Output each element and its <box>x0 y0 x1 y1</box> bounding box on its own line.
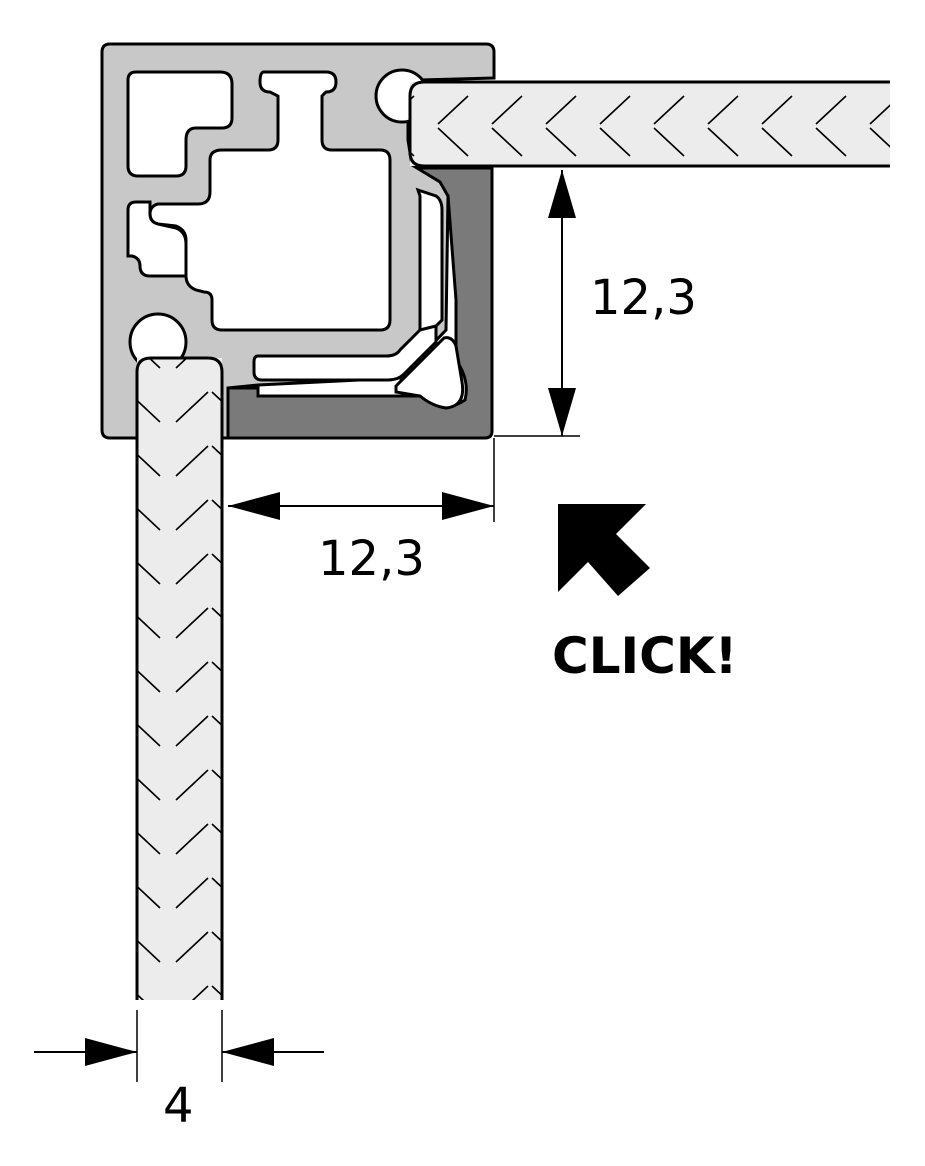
panel-horizontal-outline <box>408 80 890 168</box>
dim-horizontal-label: 12,3 <box>318 531 425 587</box>
panel-vertical-outline <box>135 356 224 1000</box>
profile-slot-right <box>415 187 444 332</box>
dim-thickness-label: 4 <box>163 1078 194 1134</box>
dim-horizontal-arrow-right <box>442 492 494 520</box>
dim-thickness-arrow-right <box>222 1038 274 1066</box>
dim-vertical-label: 12,3 <box>590 270 697 326</box>
arrow-up-left-icon <box>558 504 650 596</box>
dim-vertical-arrow-top <box>548 170 576 218</box>
clip-window <box>394 336 465 410</box>
click-label: CLICK! <box>552 627 737 685</box>
panel-vertical-hatch <box>137 358 222 1000</box>
profile-lower-channel <box>252 315 438 382</box>
dim-vertical-arrow-bottom <box>548 388 576 436</box>
dim-horizontal-arrow-left <box>228 492 280 520</box>
dim-thickness-arrow-left <box>85 1038 137 1066</box>
panel-horizontal-hatch <box>410 82 890 166</box>
profile-pocket-upper-left <box>126 70 234 178</box>
profile-slot-left <box>126 200 188 278</box>
